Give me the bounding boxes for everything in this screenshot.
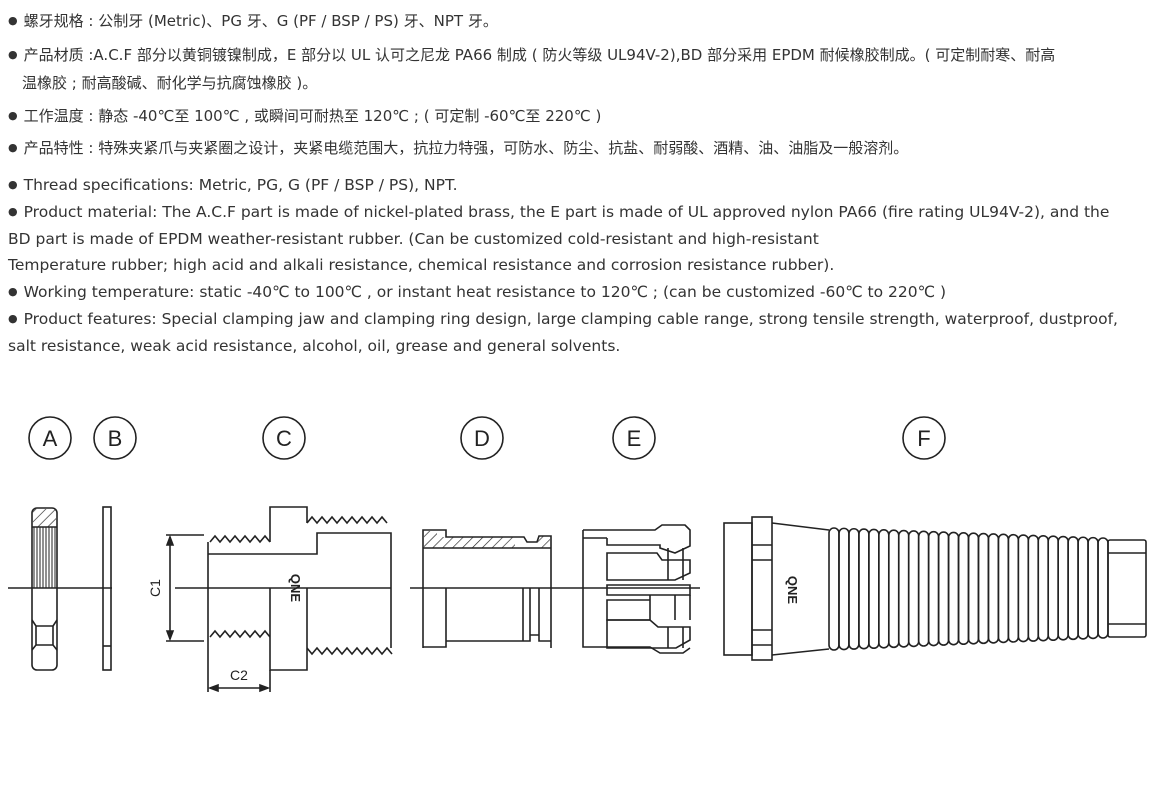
corrugation-rib xyxy=(997,533,1010,644)
cn-features: 产品特性 : 特殊夹紧爪与夹紧圈之设计，夹紧电缆范围大，抗拉力特强，可防水、防尘… xyxy=(8,135,909,163)
part-label-b: B xyxy=(93,416,137,460)
corrugation-rib xyxy=(1057,535,1069,641)
part-b-washer xyxy=(102,506,112,671)
corrugation-rib xyxy=(937,531,950,646)
cn-material-cont: 温橡胶 ; 耐高酸碱、耐化学与抗腐蚀橡胶 )。 xyxy=(22,74,318,92)
corrugation-rib xyxy=(887,529,900,649)
corrugation-rib xyxy=(878,529,890,649)
corrugation-rib xyxy=(987,533,1000,644)
corrugation-rib xyxy=(1077,536,1089,640)
corrugation-rib xyxy=(858,528,870,650)
part-d-seal xyxy=(410,529,560,648)
label-e-text: E xyxy=(627,426,642,451)
part-label-e: E xyxy=(612,416,656,460)
dimension-c1-label: C1 xyxy=(147,579,163,597)
corrugation-rib xyxy=(977,532,990,645)
cn-temperature: 工作温度 : 静态 -40℃至 100℃ , 或瞬间可耐热至 120℃ ; ( … xyxy=(8,103,602,131)
part-f-strain-relief: QNE xyxy=(723,516,1147,661)
corrugation-rib xyxy=(947,531,960,646)
label-b-text: B xyxy=(108,426,123,451)
corrugation-rib xyxy=(897,529,910,648)
corrugation-rib xyxy=(1087,536,1099,640)
brand-mark-f: QNE xyxy=(785,576,800,605)
part-label-f: F xyxy=(902,416,946,460)
part-label-c: C xyxy=(262,416,306,460)
corrugation-rib xyxy=(957,532,970,646)
en-material-cont1: BD part is made of EPDM weather-resistan… xyxy=(8,230,819,248)
label-d-text: D xyxy=(474,426,490,451)
brand-mark-c: QNE xyxy=(288,574,303,603)
corrugation-rib xyxy=(927,530,940,647)
en-temperature: Working temperature: static -40℃ to 100℃… xyxy=(8,279,946,307)
en-features-cont: salt resistance, weak acid resistance, a… xyxy=(8,337,621,355)
corrugation-rib xyxy=(828,527,840,651)
corrugation-rib xyxy=(1027,534,1040,642)
label-f-text: F xyxy=(917,426,930,451)
en-material: Product material: The A.C.F part is made… xyxy=(8,199,1110,227)
corrugation-rib xyxy=(1037,534,1050,642)
corrugation-rib xyxy=(907,530,920,648)
corrugation-rib xyxy=(848,527,860,650)
part-c-body: C1 C2 QNE xyxy=(147,506,393,693)
corrugation-rib xyxy=(967,532,980,645)
cn-material: 产品材质 :A.C.F 部分以黄铜镀镍制成，E 部分以 UL 认可之尼龙 PA6… xyxy=(8,42,1056,70)
label-a-text: A xyxy=(43,426,58,451)
dimension-c2-label: C2 xyxy=(230,667,248,683)
en-features: Product features: Special clamping jaw a… xyxy=(8,306,1118,334)
cn-thread-spec: 螺牙规格 : 公制牙 (Metric)、PG 牙、G (PF / BSP / P… xyxy=(8,8,498,36)
corrugation-rib xyxy=(838,527,850,651)
corrugation-rib xyxy=(1097,537,1109,639)
en-thread-spec: Thread specifications: Metric, PG, G (PF… xyxy=(8,172,458,200)
part-e-clamp-jaw xyxy=(560,524,700,654)
corrugation-rib xyxy=(1047,535,1059,642)
corrugation-rib xyxy=(1067,536,1079,641)
corrugation-rib xyxy=(868,528,880,650)
part-a-locknut xyxy=(8,507,112,671)
en-material-cont2: Temperature rubber; high acid and alkali… xyxy=(8,256,835,274)
part-label-d: D xyxy=(460,416,504,460)
part-label-a: A xyxy=(28,416,72,460)
corrugation-rib xyxy=(1017,534,1030,643)
label-c-text: C xyxy=(276,426,292,451)
corrugation-rib xyxy=(917,530,930,647)
corrugation-rib xyxy=(1007,533,1020,643)
